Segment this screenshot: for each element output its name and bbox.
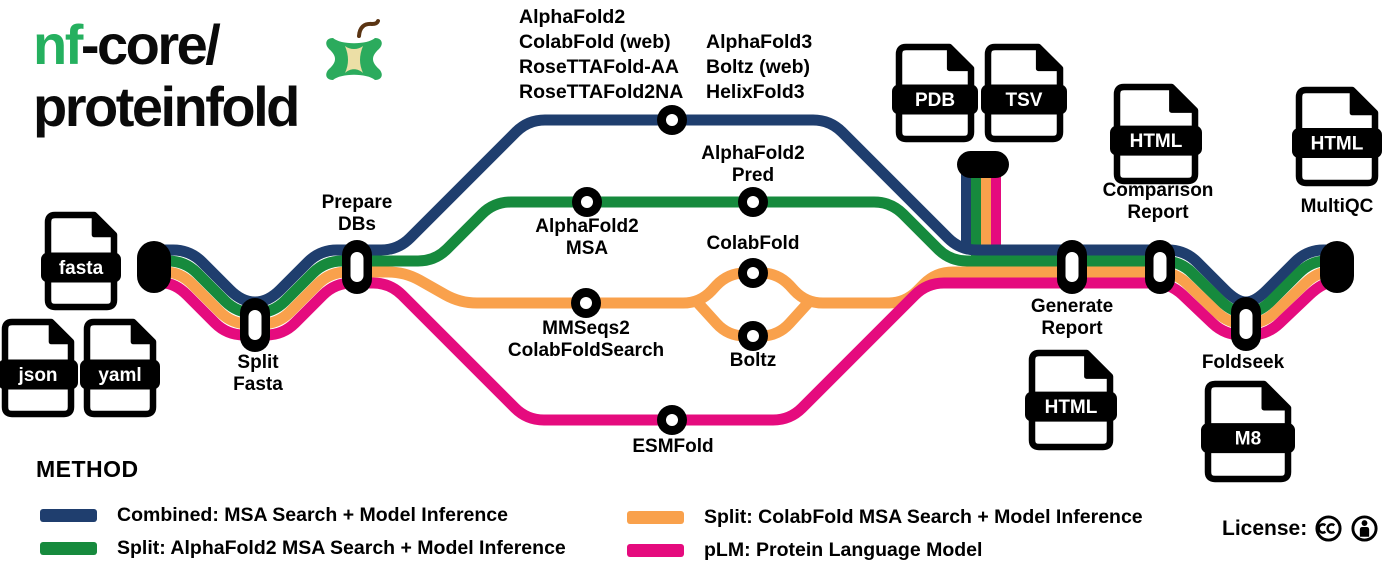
folded-corner — [1349, 90, 1375, 116]
folded-corner — [1169, 87, 1195, 113]
station-prepare-dbs — [342, 240, 372, 294]
station-generate-report — [1057, 240, 1087, 294]
station-boltz — [738, 321, 768, 351]
folded-corner — [130, 322, 153, 345]
file-icon-yaml: yaml — [80, 318, 160, 418]
file-icon-m8: M8 — [1201, 380, 1295, 483]
file-icon-html_report: HTML — [1025, 349, 1117, 451]
file-type-label: HTML — [1130, 131, 1183, 152]
label-banner — [1201, 423, 1295, 454]
folded-corner — [1261, 384, 1288, 411]
file-type-label: json — [17, 365, 57, 386]
folded-corner — [1035, 47, 1060, 72]
folded-corner — [1084, 353, 1110, 379]
station-esmfold — [657, 405, 687, 435]
folded-corner — [48, 322, 71, 345]
file-type-label: M8 — [1235, 429, 1261, 450]
label-banner — [892, 84, 978, 115]
station-foldseek — [1231, 297, 1261, 351]
file-icon-html_multiqc: HTML — [1292, 86, 1382, 187]
station-colabfold — [738, 258, 768, 288]
file-type-label: HTML — [1045, 397, 1098, 418]
folded-corner — [946, 47, 971, 72]
file-icon-fasta: fasta — [41, 211, 121, 311]
station-comparison-report — [1145, 240, 1175, 294]
label-banner — [1292, 128, 1382, 159]
station-alphafold2-pred — [738, 187, 768, 217]
file-icon-pdb: PDB — [892, 43, 978, 143]
station-mmseqs2-colabfoldsearch — [571, 288, 601, 318]
station-split-fasta — [240, 298, 270, 352]
file-icon-html_comparison: HTML — [1110, 83, 1202, 185]
label-banner — [41, 252, 121, 283]
label-banner — [1110, 125, 1202, 156]
label-banner — [0, 359, 78, 390]
file-type-label: yaml — [98, 365, 141, 386]
file-icon-tsv: TSV — [981, 43, 1067, 143]
file-type-label: PDB — [915, 90, 955, 111]
station-combined-inference — [657, 105, 687, 135]
label-banner — [1025, 391, 1117, 422]
station-alphafold2-msa — [572, 187, 602, 217]
terminus-input — [137, 241, 171, 293]
terminus-structures — [957, 151, 1009, 178]
terminus-output — [1320, 241, 1354, 293]
label-banner — [981, 84, 1067, 115]
file-type-label: HTML — [1311, 134, 1364, 155]
folded-corner — [91, 215, 114, 238]
file-type-label: fasta — [59, 258, 104, 279]
file-icon-json: json — [0, 318, 78, 418]
label-banner — [80, 359, 160, 390]
route-plm — [144, 277, 1346, 426]
file-type-label: TSV — [1006, 90, 1043, 111]
